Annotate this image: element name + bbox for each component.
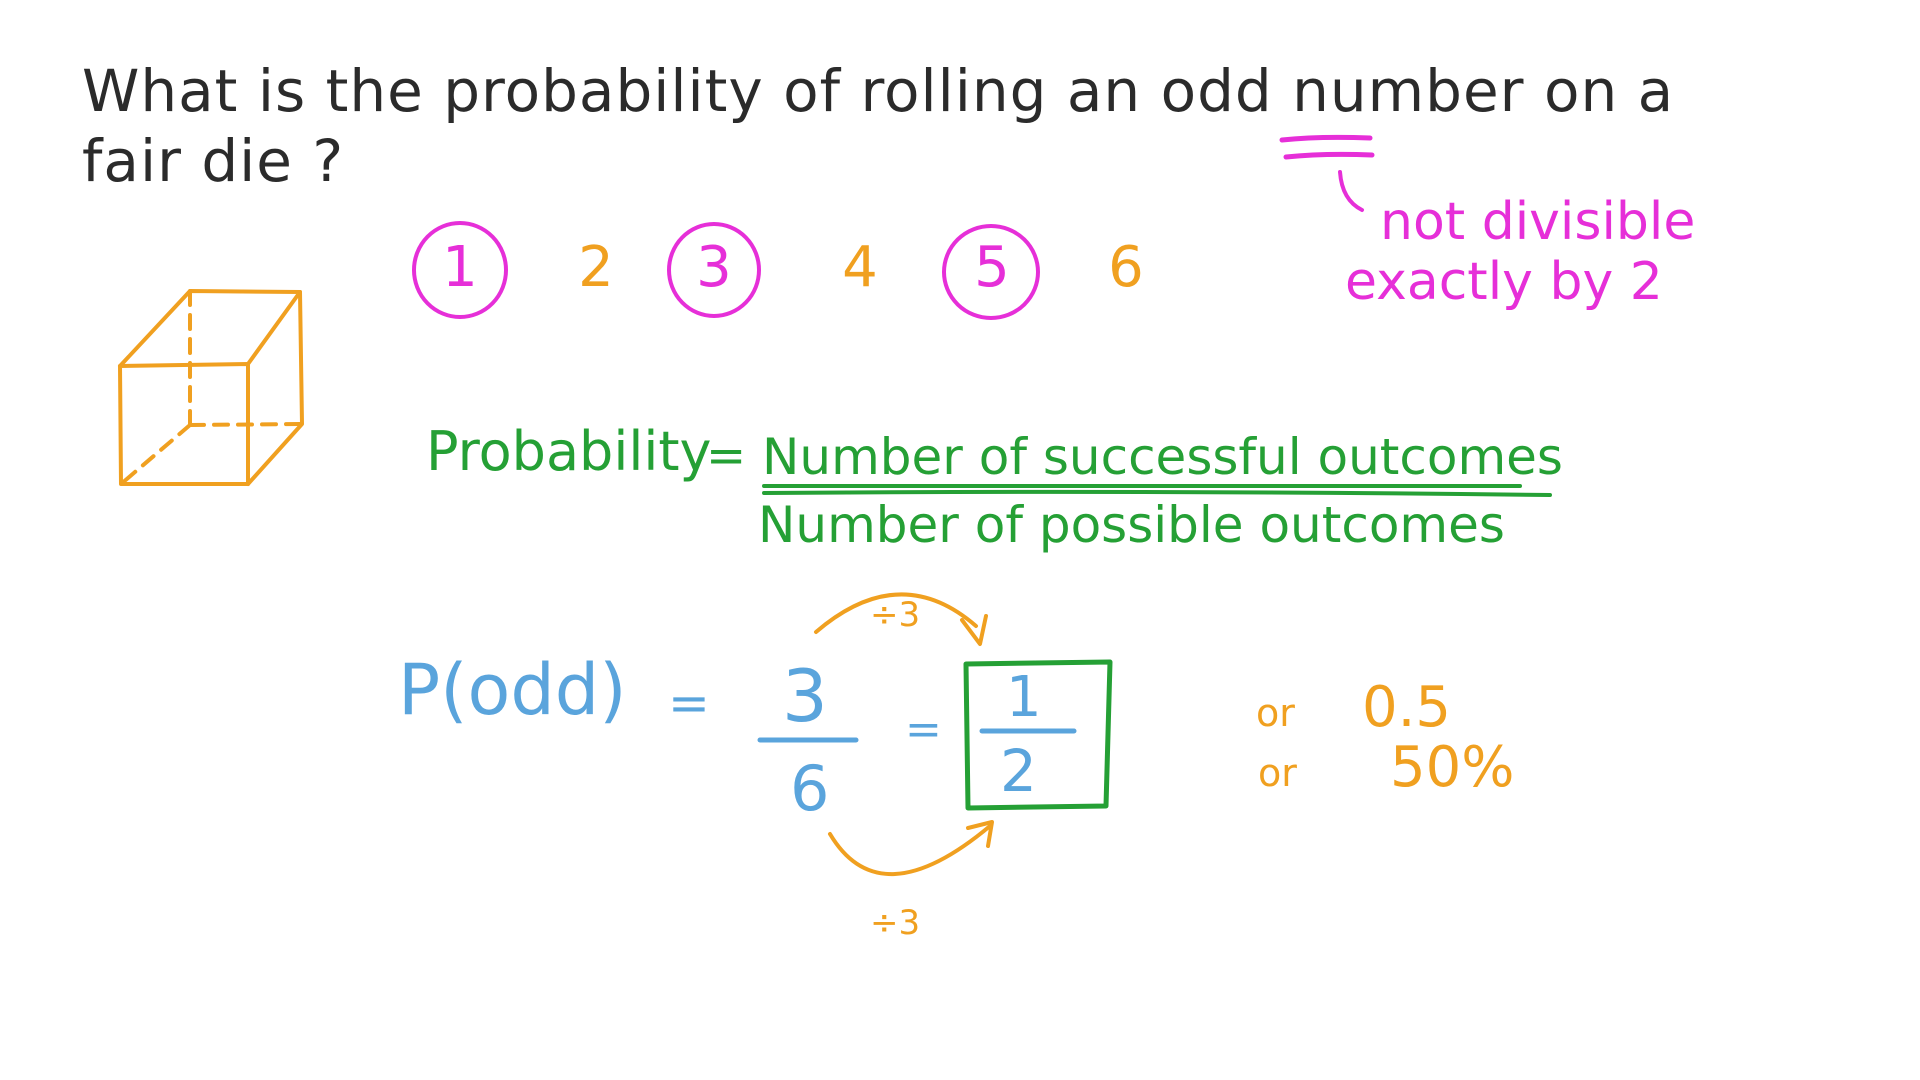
percent-value: 50%: [1390, 735, 1515, 800]
result-denominator: 2: [1000, 737, 1037, 805]
formula-equals: =: [706, 428, 747, 484]
outcome-2: 2: [578, 235, 614, 300]
outcome-5: 5: [974, 235, 1010, 300]
odd-double-underline: [1279, 134, 1375, 160]
odd-outcome-circles: [412, 221, 1040, 320]
question-line-2: fair die ?: [82, 127, 345, 195]
die-cube-icon: [118, 289, 304, 486]
circle-outcome-5: [942, 224, 1040, 320]
circle-outcome-3: [667, 222, 761, 318]
or-label-1: or: [1256, 691, 1295, 735]
outcome-1: 1: [442, 235, 478, 300]
formula-denominator: Number of possible outcomes: [758, 496, 1505, 554]
bottom-arrow: [828, 824, 992, 877]
note-line-2: exactly by 2: [1345, 252, 1663, 312]
divide-bottom-label: ÷3: [870, 903, 921, 943]
or-label-2: or: [1258, 751, 1297, 795]
formula-label: Probability: [426, 420, 712, 483]
note-line-1: not divisible: [1380, 192, 1696, 252]
calc-denominator: 6: [790, 752, 830, 825]
calc-numerator: 3: [782, 654, 828, 738]
outcome-6: 6: [1108, 235, 1144, 300]
divide-top-label: ÷3: [870, 595, 921, 635]
note-pointer: [1338, 170, 1364, 212]
top-arrow: [814, 592, 978, 634]
circle-outcome-1: [412, 221, 508, 319]
answer-box: [963, 659, 1113, 811]
outcome-4: 4: [842, 235, 878, 300]
calc-equals-2: =: [905, 704, 942, 755]
divide-arrows: [814, 592, 994, 877]
decimal-value: 0.5: [1362, 675, 1452, 740]
formula-numerator: Number of successful outcomes: [762, 428, 1563, 486]
calc-lhs: P(odd): [398, 649, 627, 731]
outcome-3: 3: [696, 235, 732, 300]
calc-equals: =: [668, 674, 710, 732]
result-numerator: 1: [1006, 665, 1042, 730]
question-line-1: What is the probability of rolling an od…: [82, 57, 1675, 125]
formula-fraction-lines: [762, 484, 1552, 497]
